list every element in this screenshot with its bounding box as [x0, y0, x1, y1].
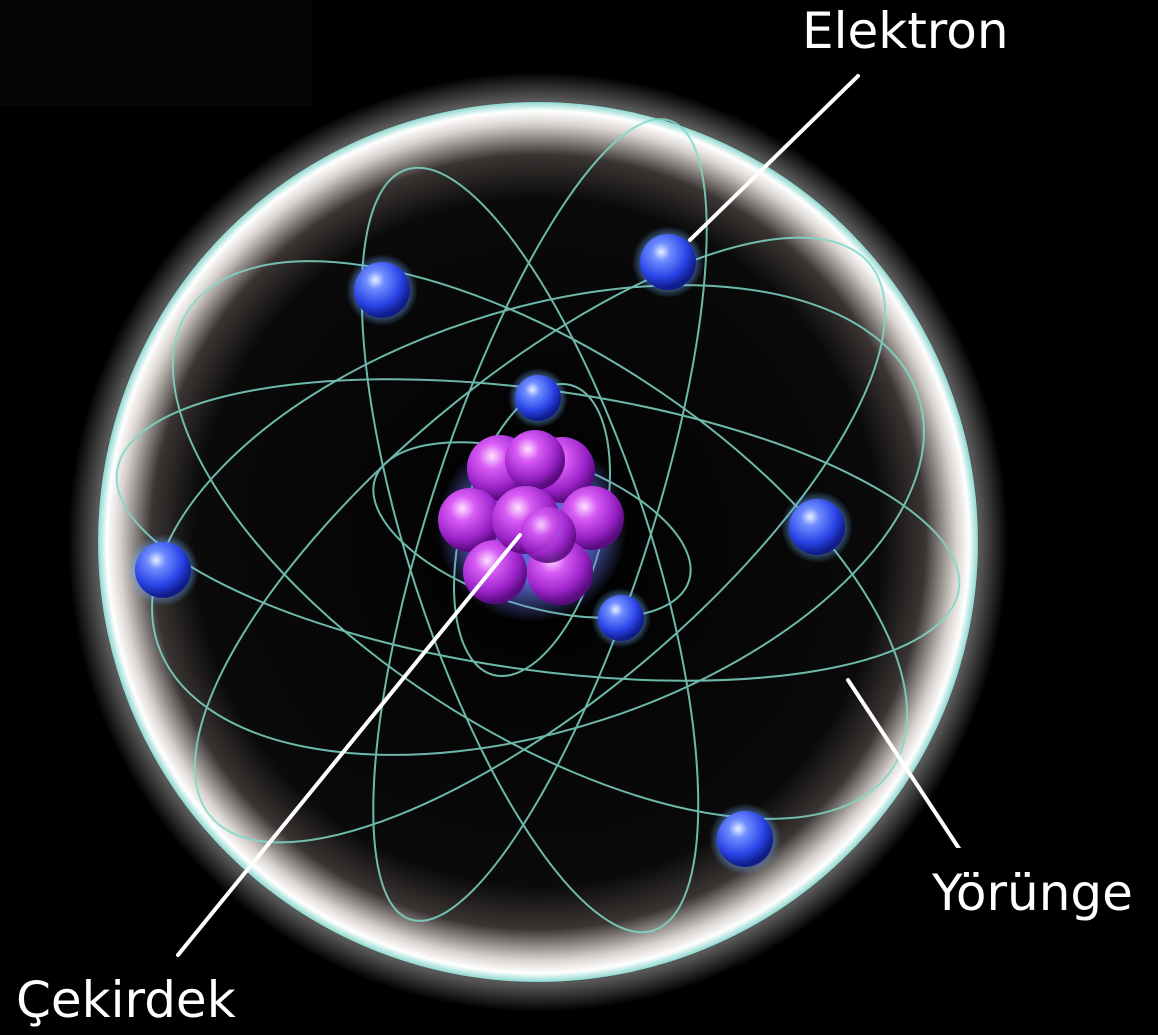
orbit-path [372, 118, 708, 922]
nucleon [505, 430, 565, 490]
electron [632, 226, 704, 298]
corner-overlay [0, 0, 312, 106]
electron-label: Elektron [780, 0, 1056, 74]
electron-pointer [688, 74, 860, 242]
nucleus [437, 430, 627, 622]
electron [781, 491, 853, 563]
electron [346, 254, 418, 326]
nucleon [560, 486, 624, 550]
electron [127, 534, 199, 606]
orbit-path [171, 260, 909, 820]
electron [591, 588, 651, 648]
orbit-label: Yörünge [912, 848, 1158, 934]
nucleus-pointer [176, 533, 522, 957]
electrons [127, 226, 853, 875]
nucleus-label: Çekirdek [0, 965, 270, 1035]
nucleon [438, 488, 502, 552]
orbit-path [151, 284, 925, 756]
orbit-path [193, 236, 887, 844]
electron [508, 368, 568, 428]
orbit-pointer [846, 678, 962, 852]
electron [709, 803, 781, 875]
nucleon [520, 507, 576, 563]
pointer-lines [176, 74, 962, 957]
orbit-path [360, 166, 700, 934]
